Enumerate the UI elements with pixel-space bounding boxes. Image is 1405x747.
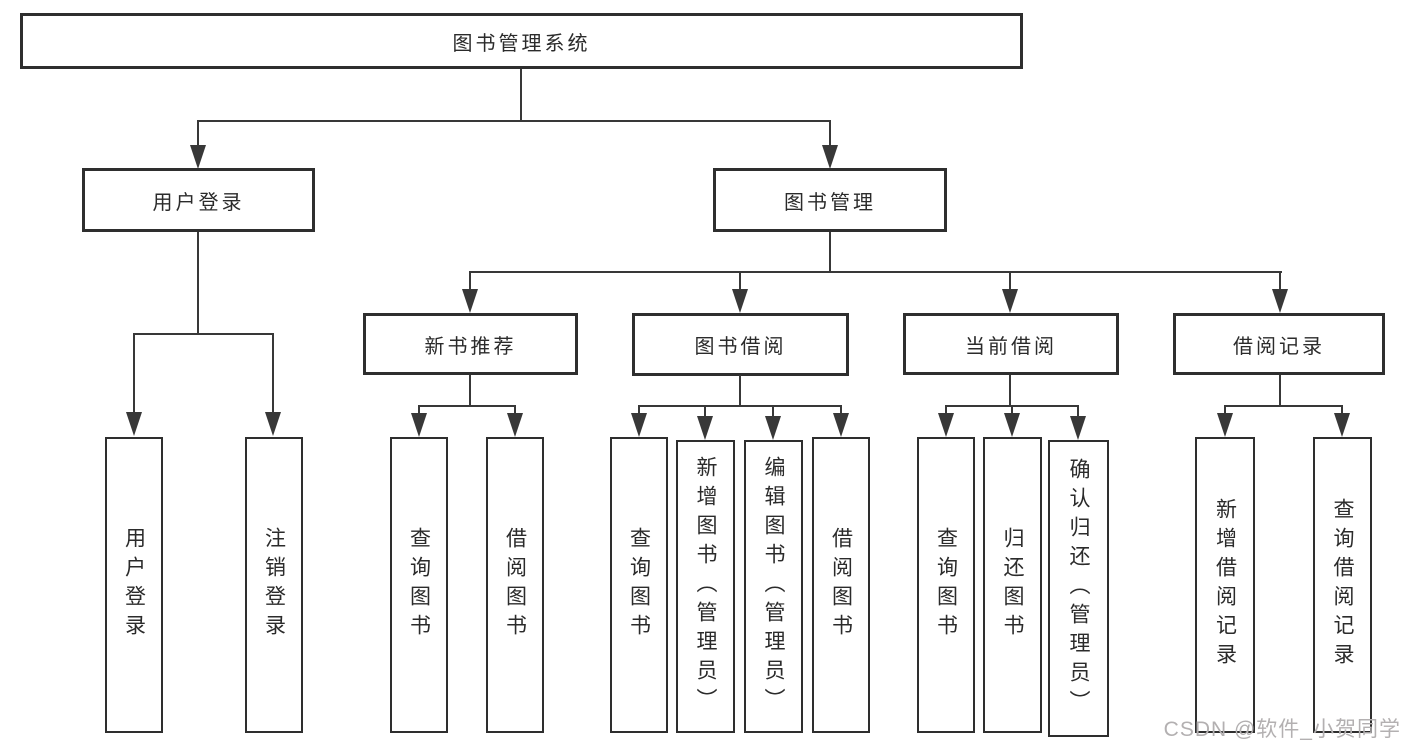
leaf-record-query-borrow-record-label: 查询借阅记录	[1331, 498, 1354, 672]
connector-book-mgmt-down	[829, 232, 831, 273]
arrowhead-down-icon	[265, 412, 281, 436]
node-borrow-record-label: 借阅记录	[1233, 335, 1325, 358]
node-book-borrow: 图书借阅	[632, 313, 849, 376]
leaf-bookborrow-add-book-admin: 新增图书（管理员）	[676, 440, 735, 733]
node-user-login: 用户登录	[82, 168, 315, 232]
connector-level3-stem	[1279, 271, 1281, 291]
connector-leaf-stem	[1077, 405, 1079, 418]
connector-leaf-stem	[638, 405, 640, 417]
connector-leaf-stem	[1011, 405, 1013, 417]
arrowhead-down-icon	[190, 145, 206, 169]
leaf-bookborrow-query-book: 查询图书	[610, 437, 668, 733]
connector-level3-stem	[1009, 271, 1011, 291]
node-book-management-label: 图书管理	[784, 191, 876, 214]
leaf-bookborrow-query-book-label: 查询图书	[627, 527, 651, 643]
arrowhead-down-icon	[507, 413, 523, 437]
leaf-current-return-book-label: 归还图书	[1001, 527, 1024, 643]
connector-book-mgmt-stem	[829, 120, 831, 147]
node-book-borrow-label: 图书借阅	[694, 336, 787, 358]
leaf-bookborrow-edit-book-admin: 编辑图书（管理员）	[744, 440, 803, 733]
leaf-current-confirm-return-admin-label: 确认归还（管理员）	[1067, 458, 1090, 719]
node-current-borrow-label: 当前借阅	[965, 335, 1057, 358]
arrowhead-down-icon	[697, 416, 713, 440]
connector-level3-stem	[469, 271, 471, 291]
leaf-bookborrow-borrow-book: 借阅图书	[812, 437, 870, 733]
node-new-book-recommend: 新书推荐	[363, 313, 578, 375]
connector-bookborrow-rail	[639, 405, 842, 407]
arrowhead-down-icon	[1217, 413, 1233, 437]
arrowhead-down-icon	[1004, 413, 1020, 437]
connector-book-mgmt-rail	[470, 271, 1282, 273]
connector-borrowrecord-rail	[1225, 405, 1343, 407]
node-root: 图书管理系统	[20, 13, 1023, 69]
connector-level3-stem	[739, 271, 741, 291]
connector-leaf-stem	[1341, 405, 1343, 417]
leaf-newbook-query-book: 查询图书	[390, 437, 448, 733]
leaf-current-confirm-return-admin: 确认归还（管理员）	[1048, 440, 1109, 737]
leaf-record-add-borrow-record-label: 新增借阅记录	[1213, 498, 1237, 672]
leaf-logout: 注销登录	[245, 437, 303, 733]
connector-currentborrow-down	[1009, 375, 1011, 407]
csdn-watermark: CSDN @软件_小贺同学	[1163, 718, 1401, 741]
connector-leaf-stem	[272, 333, 274, 413]
arrowhead-down-icon	[462, 289, 478, 313]
leaf-bookborrow-add-book-admin-label: 新增图书（管理员）	[694, 456, 717, 717]
arrowhead-down-icon	[833, 413, 849, 437]
leaf-bookborrow-edit-book-admin-label: 编辑图书（管理员）	[762, 456, 785, 717]
leaf-user-login: 用户登录	[105, 437, 163, 733]
arrowhead-down-icon	[1070, 416, 1086, 440]
leaf-current-query-book-label: 查询图书	[934, 527, 958, 643]
arrowhead-down-icon	[1002, 289, 1018, 313]
connector-leaf-stem	[772, 405, 774, 418]
connector-borrowrecord-down	[1279, 375, 1281, 407]
leaf-newbook-borrow-book: 借阅图书	[486, 437, 544, 733]
node-borrow-record: 借阅记录	[1173, 313, 1385, 375]
arrowhead-down-icon	[1272, 289, 1288, 313]
connector-newbook-down	[469, 375, 471, 407]
arrowhead-down-icon	[631, 413, 647, 437]
connector-root-stem	[520, 69, 522, 122]
arrowhead-down-icon	[732, 289, 748, 313]
connector-leaf-stem	[840, 405, 842, 417]
leaf-newbook-query-book-label: 查询图书	[407, 527, 431, 643]
node-root-label: 图书管理系统	[452, 32, 591, 55]
leaf-logout-label: 注销登录	[262, 527, 286, 643]
leaf-newbook-borrow-book-label: 借阅图书	[503, 527, 527, 643]
connector-leaf-stem	[704, 405, 706, 418]
leaf-current-query-book: 查询图书	[917, 437, 975, 733]
connector-leaf-stem	[133, 333, 135, 413]
connector-leaf-stem	[1224, 405, 1226, 417]
arrowhead-down-icon	[411, 413, 427, 437]
connector-bookborrow-down	[739, 375, 741, 407]
node-book-management: 图书管理	[713, 168, 947, 232]
connector-user-login-down	[197, 232, 199, 335]
connector-leaf-stem	[945, 405, 947, 417]
leaf-record-query-borrow-record: 查询借阅记录	[1313, 437, 1372, 733]
leaf-record-add-borrow-record: 新增借阅记录	[1195, 437, 1255, 733]
arrowhead-down-icon	[1334, 413, 1350, 437]
connector-user-login-rail	[134, 333, 274, 335]
arrowhead-down-icon	[822, 145, 838, 169]
arrowhead-down-icon	[126, 412, 142, 436]
connector-leaf-stem	[514, 405, 516, 417]
node-new-book-recommend-label: 新书推荐	[424, 335, 517, 358]
connector-user-login-stem	[197, 120, 199, 147]
node-current-borrow: 当前借阅	[903, 313, 1119, 375]
connector-leaf-stem	[418, 405, 420, 417]
node-user-login-label: 用户登录	[152, 191, 245, 214]
connector-root-rail	[198, 120, 831, 122]
arrowhead-down-icon	[938, 413, 954, 437]
leaf-bookborrow-borrow-book-label: 借阅图书	[829, 527, 853, 643]
arrowhead-down-icon	[765, 416, 781, 440]
connector-newbook-rail	[419, 405, 516, 407]
leaf-user-login-label: 用户登录	[122, 527, 146, 643]
leaf-current-return-book: 归还图书	[983, 437, 1042, 733]
